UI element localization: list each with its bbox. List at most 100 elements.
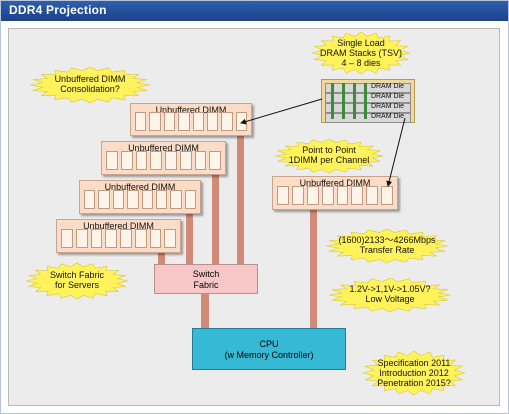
dram-stack: DRAM Die DRAM Die DRAM Die DRAM Die	[321, 79, 415, 123]
dram-chip	[209, 151, 221, 170]
dram-chip	[163, 112, 176, 131]
callout-line: 1DIMM per Channel	[288, 155, 370, 165]
starburst-shape	[328, 277, 452, 313]
dram-chip	[170, 190, 182, 209]
dram-chip	[306, 186, 319, 205]
dram-chip	[105, 229, 117, 248]
dram-chip	[165, 151, 177, 170]
dram-chip	[84, 190, 96, 209]
dimm-label: Unbuffered DIMM	[104, 182, 176, 192]
switch-line-2: Fabric	[193, 280, 219, 290]
dram-chip	[75, 229, 88, 248]
callout-line: Consolidation?	[60, 84, 120, 94]
dram-chip	[321, 186, 334, 205]
starburst-shape	[361, 350, 467, 396]
dram-chip	[164, 229, 176, 248]
dimm-chip-row	[61, 229, 176, 248]
dram-die: DRAM Die	[325, 103, 411, 113]
callout-switch-fabric: Switch Fabric for Servers	[25, 262, 129, 300]
callout-specification-text: Specification 2011 Introduction 2012 Pen…	[362, 358, 466, 388]
callout-line: Unbuffered DIMM	[54, 74, 126, 84]
dram-chip	[98, 190, 110, 209]
dimm-module-point-to-point: Unbuffered DIMM	[272, 176, 398, 210]
starburst-shape	[25, 262, 129, 300]
dram-chip	[90, 229, 103, 248]
callout-line: Penetration 2015?	[377, 378, 451, 388]
dram-die-label: DRAM Die	[370, 103, 404, 110]
starburst-shape	[274, 138, 384, 174]
callout-line: (1600)2133〜4266Mbps	[338, 235, 436, 245]
page-title: DDR4 Projection	[9, 3, 107, 17]
callout-single-load: Single Load DRAM Stacks (TSV) 4 – 8 dies	[311, 31, 411, 75]
callout-line: 4 – 8 dies	[341, 58, 381, 68]
callout-line: Specification 2011	[377, 358, 451, 368]
callout-transfer-rate: (1600)2133〜4266Mbps Transfer Rate	[325, 228, 449, 264]
starburst-shape	[311, 31, 411, 75]
dram-chip	[206, 112, 219, 131]
callout-low-voltage-text: 1.2V->1,1V->1.05V? Low Voltage	[328, 284, 452, 304]
dram-chip	[120, 151, 133, 170]
callout-low-voltage: 1.2V->1,1V->1.05V? Low Voltage	[328, 277, 452, 313]
bus-switch-cpu	[201, 294, 209, 330]
dram-chip	[366, 186, 379, 205]
dram-chip	[277, 186, 289, 205]
callout-line: Introduction 2012	[379, 368, 449, 378]
cpu-line-2: (w Memory Controller)	[224, 350, 314, 360]
starburst-polygon	[361, 350, 467, 396]
dimm-label: Unbuffered DIMM	[128, 143, 199, 153]
starburst-polygon	[274, 138, 384, 174]
dram-die: DRAM Die	[325, 83, 411, 93]
dram-chip	[291, 186, 304, 205]
dram-die: DRAM Die	[325, 93, 411, 103]
dram-chip	[351, 186, 364, 205]
dram-chip	[149, 229, 162, 248]
starburst-polygon	[29, 66, 151, 104]
bus-dimm1	[237, 134, 244, 266]
callout-line: Transfer Rate	[359, 245, 415, 255]
bus-dimm4	[158, 251, 165, 266]
tsv-via	[364, 83, 367, 119]
dram-chip	[178, 112, 190, 131]
callout-line: Low Voltage	[365, 294, 415, 304]
dram-die-label: DRAM Die	[370, 83, 404, 90]
dram-die: DRAM Die	[325, 113, 411, 123]
starburst-polygon	[25, 262, 129, 300]
dram-chip	[149, 112, 161, 131]
callout-unbuffered-consolidation: Unbuffered DIMM Consolidation?	[29, 66, 151, 104]
switch-fabric-box: Switch Fabric	[154, 264, 258, 294]
switch-line-1: Switch	[192, 269, 220, 279]
callout-line: 1.2V->1,1V->1.05V?	[349, 284, 431, 294]
starburst-polygon	[328, 277, 452, 313]
dram-chip	[141, 190, 153, 209]
callout-line: DRAM Stacks (TSV)	[319, 48, 402, 58]
dram-chip	[106, 151, 118, 170]
starburst-polygon	[325, 228, 449, 264]
callout-line: for Servers	[54, 280, 99, 290]
dimm-label: Unbuffered DIMM	[83, 221, 154, 231]
callout-point-to-point-text: Point to Point 1DIMM per Channel	[274, 145, 384, 165]
dram-chip	[194, 151, 207, 170]
callout-transfer-rate-text: (1600)2133〜4266Mbps Transfer Rate	[325, 235, 449, 255]
dram-chip	[336, 186, 349, 205]
callout-line: Single Load	[337, 38, 385, 48]
arrow-to-dimm-1	[240, 98, 323, 125]
starburst-shape	[29, 66, 151, 104]
callout-unbuffered-text: Unbuffered DIMM Consolidation?	[29, 74, 151, 94]
callout-point-to-point: Point to Point 1DIMM per Channel	[274, 138, 384, 174]
dram-die-label: DRAM Die	[370, 93, 404, 100]
dimm-module-2: Unbuffered DIMM	[101, 141, 226, 175]
callout-switch-fabric-text: Switch Fabric for Servers	[25, 270, 129, 290]
cpu-line-1: CPU	[259, 339, 279, 349]
dram-chip	[221, 112, 233, 131]
tsv-via	[331, 83, 334, 119]
callout-line: Point to Point	[302, 145, 356, 155]
starburst-shape	[325, 228, 449, 264]
dimm-module-3: Unbuffered DIMM	[79, 180, 201, 214]
callout-single-load-text: Single Load DRAM Stacks (TSV) 4 – 8 dies	[311, 38, 411, 68]
dram-chip	[135, 151, 148, 170]
cpu-box: CPU (w Memory Controller)	[192, 328, 346, 370]
dram-chip	[134, 229, 147, 248]
dimm-label: Unbuffered DIMM	[155, 105, 227, 115]
bus-dimm3	[186, 212, 193, 266]
dimm-module-4: Unbuffered DIMM	[56, 219, 181, 253]
